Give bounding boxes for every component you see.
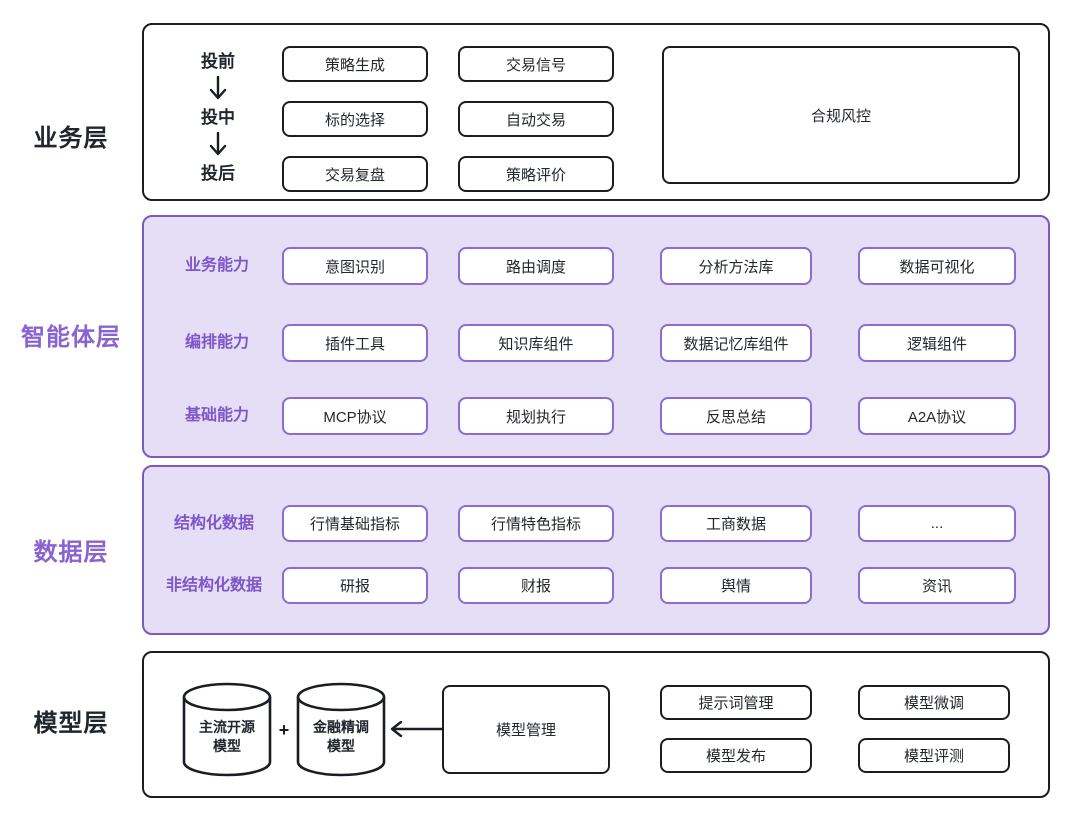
data-box-business-registration-data: 工商数据 xyxy=(660,505,812,542)
finance-finetuned-model-cylinder: 金融精调 模型 xyxy=(295,682,387,777)
data-row-label-structured: 结构化数据 xyxy=(173,515,254,532)
business-box-trade-review: 交易复盘 xyxy=(282,156,428,192)
database-cylinder-icon xyxy=(296,682,386,777)
business-box-auto-trading: 自动交易 xyxy=(458,101,614,137)
data-box-public-sentiment: 舆情 xyxy=(660,567,812,604)
business-box-compliance-risk-control: 合规风控 xyxy=(662,46,1020,184)
model-layer-section: 主流开源 模型 + 金融精调 模型 模型管理 提示词管理 模型微调 模型发布 模… xyxy=(142,651,1050,798)
agent-box-analysis-method-library: 分析方法库 xyxy=(660,247,812,285)
data-layer-section: 结构化数据 行情基础指标 行情特色指标 工商数据 ... 非结构化数据 研报 财… xyxy=(142,465,1050,635)
model-box-model-evaluation: 模型评测 xyxy=(858,738,1010,773)
agent-box-plugin-tools: 插件工具 xyxy=(282,324,428,362)
data-box-news: 资讯 xyxy=(858,567,1016,604)
data-box-market-basic-indicators: 行情基础指标 xyxy=(282,505,428,542)
database-cylinder-icon xyxy=(182,682,272,777)
business-box-strategy-generation: 策略生成 xyxy=(282,46,428,82)
agent-box-routing-dispatch: 路由调度 xyxy=(458,247,614,285)
data-box-financial-reports: 财报 xyxy=(458,567,614,604)
down-arrow-icon xyxy=(209,132,227,156)
agent-box-logic-component: 逻辑组件 xyxy=(858,324,1016,362)
agent-box-planning-execution: 规划执行 xyxy=(458,397,614,435)
agent-box-mcp-protocol: MCP协议 xyxy=(282,397,428,435)
cylinder-label-line2: 模型 xyxy=(213,738,241,754)
cylinder-label-line1: 金融精调 xyxy=(313,719,369,735)
agent-box-a2a-protocol: A2A协议 xyxy=(858,397,1016,435)
layer-label-business: 业务层 xyxy=(33,125,109,152)
agent-row-label-business-capability: 业务能力 xyxy=(184,257,249,274)
layer-label-agent: 智能体层 xyxy=(21,324,121,351)
down-arrow-icon xyxy=(209,76,227,100)
business-box-trade-signal: 交易信号 xyxy=(458,46,614,82)
left-arrow-icon xyxy=(390,721,443,737)
data-row-label-unstructured: 非结构化数据 xyxy=(165,577,262,594)
business-box-strategy-evaluation: 策略评价 xyxy=(458,156,614,192)
model-box-model-management: 模型管理 xyxy=(442,685,610,774)
agent-row-label-orchestration-capability: 编排能力 xyxy=(184,334,249,351)
layer-label-model: 模型层 xyxy=(33,710,109,737)
stage-mid-investment: 投中 xyxy=(201,108,235,127)
plus-sign: + xyxy=(278,720,290,740)
model-box-model-release: 模型发布 xyxy=(660,738,812,773)
agent-box-reflection-summary: 反思总结 xyxy=(660,397,812,435)
agent-box-data-memory-component: 数据记忆库组件 xyxy=(660,324,812,362)
agent-box-intent-recognition: 意图识别 xyxy=(282,247,428,285)
agent-box-data-visualization: 数据可视化 xyxy=(858,247,1016,285)
model-box-prompt-management: 提示词管理 xyxy=(660,685,812,720)
cylinder-label: 主流开源 模型 xyxy=(181,718,273,756)
agent-row-label-basic-capability: 基础能力 xyxy=(184,407,249,424)
model-box-model-finetuning: 模型微调 xyxy=(858,685,1010,720)
business-box-target-selection: 标的选择 xyxy=(282,101,428,137)
stage-pre-investment: 投前 xyxy=(201,52,235,71)
cylinder-label: 金融精调 模型 xyxy=(295,718,387,756)
open-source-model-cylinder: 主流开源 模型 xyxy=(181,682,273,777)
data-box-ellipsis: ... xyxy=(858,505,1016,542)
cylinder-label-line1: 主流开源 xyxy=(199,719,255,735)
data-box-research-reports: 研报 xyxy=(282,567,428,604)
agent-layer-section: 业务能力 意图识别 路由调度 分析方法库 数据可视化 编排能力 插件工具 知识库… xyxy=(142,215,1050,458)
cylinder-label-line2: 模型 xyxy=(327,738,355,754)
agent-box-knowledge-base-component: 知识库组件 xyxy=(458,324,614,362)
data-box-market-special-indicators: 行情特色指标 xyxy=(458,505,614,542)
layer-label-data: 数据层 xyxy=(33,539,109,566)
stage-post-investment: 投后 xyxy=(201,164,235,183)
business-layer-section: 投前 投中 投后 策略生成 交易信号 标的选择 自动交易 交易复盘 策略评价 合… xyxy=(142,23,1050,201)
